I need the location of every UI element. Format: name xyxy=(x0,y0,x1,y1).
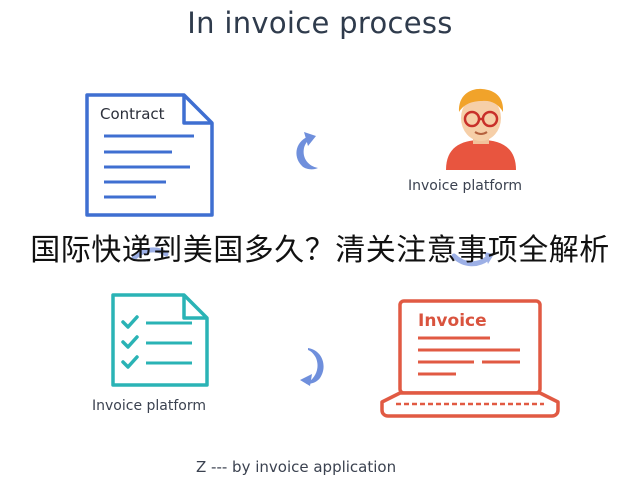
laptop-icon xyxy=(380,299,560,418)
page-title: In invoice process xyxy=(187,6,453,40)
contract-label: Contract xyxy=(100,105,165,123)
person-avatar-icon xyxy=(446,88,516,170)
checklist-icon xyxy=(111,293,209,387)
cycle-arrow-icon xyxy=(296,344,332,388)
invoice-platform-checklist-label: Invoice platform xyxy=(92,398,206,414)
invoice-platform-checklist-node xyxy=(110,292,210,388)
contract-node: Contract xyxy=(84,92,216,218)
invoice-laptop-node: Invoice xyxy=(378,298,562,420)
invoice-platform-person-label: Invoice platform xyxy=(408,178,522,194)
cycle-arrow-icon xyxy=(130,244,170,262)
overlay-banner: 国际快递到美国多久？清关注意事项全解析 xyxy=(30,233,610,268)
cycle-arrow-icon xyxy=(450,250,496,270)
invoice-platform-person-node xyxy=(442,86,520,172)
document-icon xyxy=(85,93,214,217)
invoice-title: Invoice xyxy=(418,311,487,331)
footer-caption: Z --- by invoice application xyxy=(196,458,397,476)
cycle-arrow-icon xyxy=(288,128,324,172)
